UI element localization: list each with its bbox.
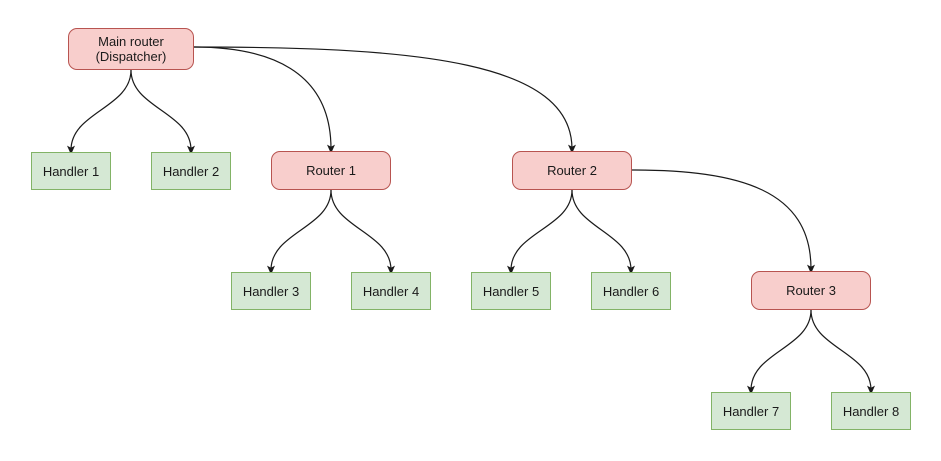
edge-router-3-to-handler-7 bbox=[747, 309, 812, 395]
edge-router-2-to-handler-6 bbox=[571, 189, 635, 275]
node-label-main-router: Main router (Dispatcher) bbox=[95, 34, 167, 64]
edge-main-router-to-handler-2 bbox=[130, 69, 195, 155]
node-label-handler-6: Handler 6 bbox=[602, 283, 660, 299]
edge-router-2-to-handler-5 bbox=[507, 189, 573, 275]
node-router-1[interactable]: Router 1 bbox=[271, 151, 391, 190]
edge-main-router-to-router-1 bbox=[193, 46, 335, 154]
node-label-handler-5: Handler 5 bbox=[482, 283, 540, 299]
node-handler-2[interactable]: Handler 2 bbox=[151, 152, 231, 190]
node-handler-8[interactable]: Handler 8 bbox=[831, 392, 911, 430]
edge-router-2-to-router-3 bbox=[631, 169, 815, 274]
edge-router-1-to-handler-4 bbox=[330, 189, 395, 275]
node-handler-4[interactable]: Handler 4 bbox=[351, 272, 431, 310]
edge-main-router-to-router-2 bbox=[193, 46, 576, 154]
edge-router-3-to-handler-8 bbox=[810, 309, 875, 395]
node-label-handler-7: Handler 7 bbox=[722, 403, 780, 419]
node-label-handler-8: Handler 8 bbox=[842, 403, 900, 419]
node-handler-3[interactable]: Handler 3 bbox=[231, 272, 311, 310]
node-label-handler-2: Handler 2 bbox=[162, 163, 220, 179]
node-main-router[interactable]: Main router (Dispatcher) bbox=[68, 28, 194, 70]
node-label-handler-1: Handler 1 bbox=[42, 163, 100, 179]
node-handler-7[interactable]: Handler 7 bbox=[711, 392, 791, 430]
node-label-router-3: Router 3 bbox=[786, 283, 836, 298]
edge-router-1-to-handler-3 bbox=[267, 189, 332, 275]
node-label-handler-4: Handler 4 bbox=[362, 283, 420, 299]
node-handler-1[interactable]: Handler 1 bbox=[31, 152, 111, 190]
edge-main-router-to-handler-1 bbox=[67, 69, 132, 155]
node-router-2[interactable]: Router 2 bbox=[512, 151, 632, 190]
edge-group bbox=[67, 46, 875, 395]
node-label-router-2: Router 2 bbox=[547, 163, 597, 178]
node-handler-5[interactable]: Handler 5 bbox=[471, 272, 551, 310]
node-handler-6[interactable]: Handler 6 bbox=[591, 272, 671, 310]
node-label-handler-3: Handler 3 bbox=[242, 283, 300, 299]
node-label-router-1: Router 1 bbox=[306, 163, 356, 178]
node-router-3[interactable]: Router 3 bbox=[751, 271, 871, 310]
